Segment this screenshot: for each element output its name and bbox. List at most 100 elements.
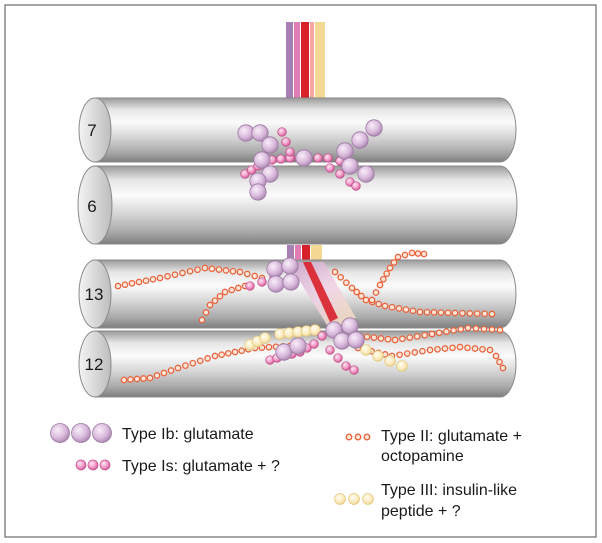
type-is-bouton <box>351 181 361 191</box>
type-ii-bouton <box>396 351 403 359</box>
type-ii-bouton <box>194 266 201 274</box>
type-ii-bouton <box>114 282 122 290</box>
type-ii-bouton <box>471 345 479 352</box>
nerve-type-ib <box>286 22 293 100</box>
type-ib-bouton <box>365 119 383 137</box>
type-ii-bouton <box>421 331 428 339</box>
type-ii-bouton <box>420 250 428 258</box>
legend-ii-swatch-1 <box>345 433 353 441</box>
type-ii-bouton <box>381 302 389 310</box>
type-ii-bouton <box>342 279 350 287</box>
type-ii-bouton <box>174 364 182 372</box>
type-ii-bouton <box>153 372 161 379</box>
type-ii-bouton <box>401 251 409 259</box>
nerve-bundle-top <box>286 22 325 100</box>
legend-iii-label-line-2: peptide + ? <box>381 503 461 520</box>
legend-ib-label: Type Ib: glutamate <box>122 426 254 443</box>
type-iii-bouton <box>309 324 321 336</box>
type-ii-bouton <box>399 335 406 343</box>
type-ii-bouton <box>198 316 206 324</box>
type-ib-bouton <box>267 275 285 293</box>
type-ib-bouton <box>289 337 307 355</box>
type-ib-bouton <box>266 260 284 278</box>
type-ii-bouton <box>211 297 219 305</box>
type-is-bouton <box>317 331 327 341</box>
nerve-mid-is <box>295 245 301 265</box>
legend-type-ib: Type Ib: glutamate <box>50 423 254 443</box>
type-ii-bouton <box>208 265 216 273</box>
nerve-branch-ii <box>303 262 338 322</box>
legend-iii-swatch-1 <box>334 493 346 505</box>
legend-ii-label-line-2: octopamine <box>381 448 464 465</box>
type-ii-bouton <box>368 296 376 304</box>
type-is-bouton <box>309 339 319 349</box>
type-ii-bouton <box>411 349 419 356</box>
muscle-7-body <box>94 97 517 163</box>
type-is-bouton <box>313 153 323 163</box>
type-ii-bouton <box>377 335 385 342</box>
muscle-label-7: 7 <box>87 121 96 140</box>
nerve-mid-iii <box>311 245 322 265</box>
type-ii-bouton <box>441 345 449 352</box>
type-ii-bouton <box>486 346 494 354</box>
type-ib-bouton <box>249 183 267 201</box>
type-ii-bouton <box>386 264 394 272</box>
muscle-label-6: 6 <box>87 197 96 216</box>
type-ii-bouton <box>370 334 378 341</box>
type-ii-bouton <box>348 284 356 292</box>
type-is-bouton <box>333 353 343 363</box>
type-ii-bouton <box>331 268 339 276</box>
type-ii-bouton <box>406 334 414 341</box>
muscle-7 <box>78 97 517 163</box>
type-ii-bouton <box>384 335 392 343</box>
nerve-mid-ib <box>287 245 294 265</box>
type-ii-bouton <box>206 301 214 309</box>
type-is-bouton <box>257 277 267 287</box>
type-ii-bouton <box>133 375 141 383</box>
type-ii-bouton <box>372 289 380 296</box>
type-ii-bouton <box>459 309 466 317</box>
type-is-bouton <box>349 365 359 375</box>
type-ii-bouton <box>390 259 398 266</box>
type-ii-bouton <box>413 333 421 340</box>
type-ii-bouton <box>221 288 229 296</box>
type-ii-bouton <box>236 268 244 276</box>
type-ii-bouton <box>179 269 186 277</box>
type-is-bouton <box>341 361 351 371</box>
type-iii-boutons <box>244 324 408 372</box>
type-ii-bouton <box>492 352 500 360</box>
type-ii-bouton <box>196 357 204 365</box>
type-ii-bouton <box>395 305 403 312</box>
type-ii-bouton <box>128 279 136 287</box>
nerve-branch-lower <box>288 262 356 330</box>
type-ib-bouton <box>281 257 299 275</box>
muscle-12-body <box>94 330 517 398</box>
type-ib-bouton <box>261 136 279 154</box>
type-ii-bouton <box>456 343 464 351</box>
type-ii-bouton <box>146 374 154 382</box>
muscle-13-end <box>78 259 112 329</box>
muscle-7-end <box>78 97 112 163</box>
type-ii-bouton <box>121 281 129 289</box>
muscle-12 <box>78 330 517 398</box>
type-is-bouton <box>323 153 333 163</box>
type-ib-bouton <box>351 131 369 149</box>
type-ii-bouton <box>437 309 445 316</box>
type-ii-bouton <box>443 328 450 335</box>
type-is-bouton <box>277 127 287 137</box>
type-ii-bouton <box>383 270 391 278</box>
type-ib-bouton <box>295 149 313 167</box>
type-ii-bouton <box>142 277 150 285</box>
type-is-bouton <box>325 163 335 173</box>
type-ii-bouton <box>375 300 383 308</box>
type-ii-bouton <box>480 325 488 333</box>
type-ii-bouton <box>243 270 251 278</box>
type-ii-bouton <box>189 359 197 367</box>
type-ii-bouton <box>265 343 273 351</box>
type-ii-bouton <box>391 336 399 344</box>
type-ii-bouton <box>140 375 147 382</box>
type-ii-bouton <box>434 345 441 353</box>
type-ii-bouton <box>164 272 171 280</box>
type-ii-bouton <box>430 309 438 316</box>
